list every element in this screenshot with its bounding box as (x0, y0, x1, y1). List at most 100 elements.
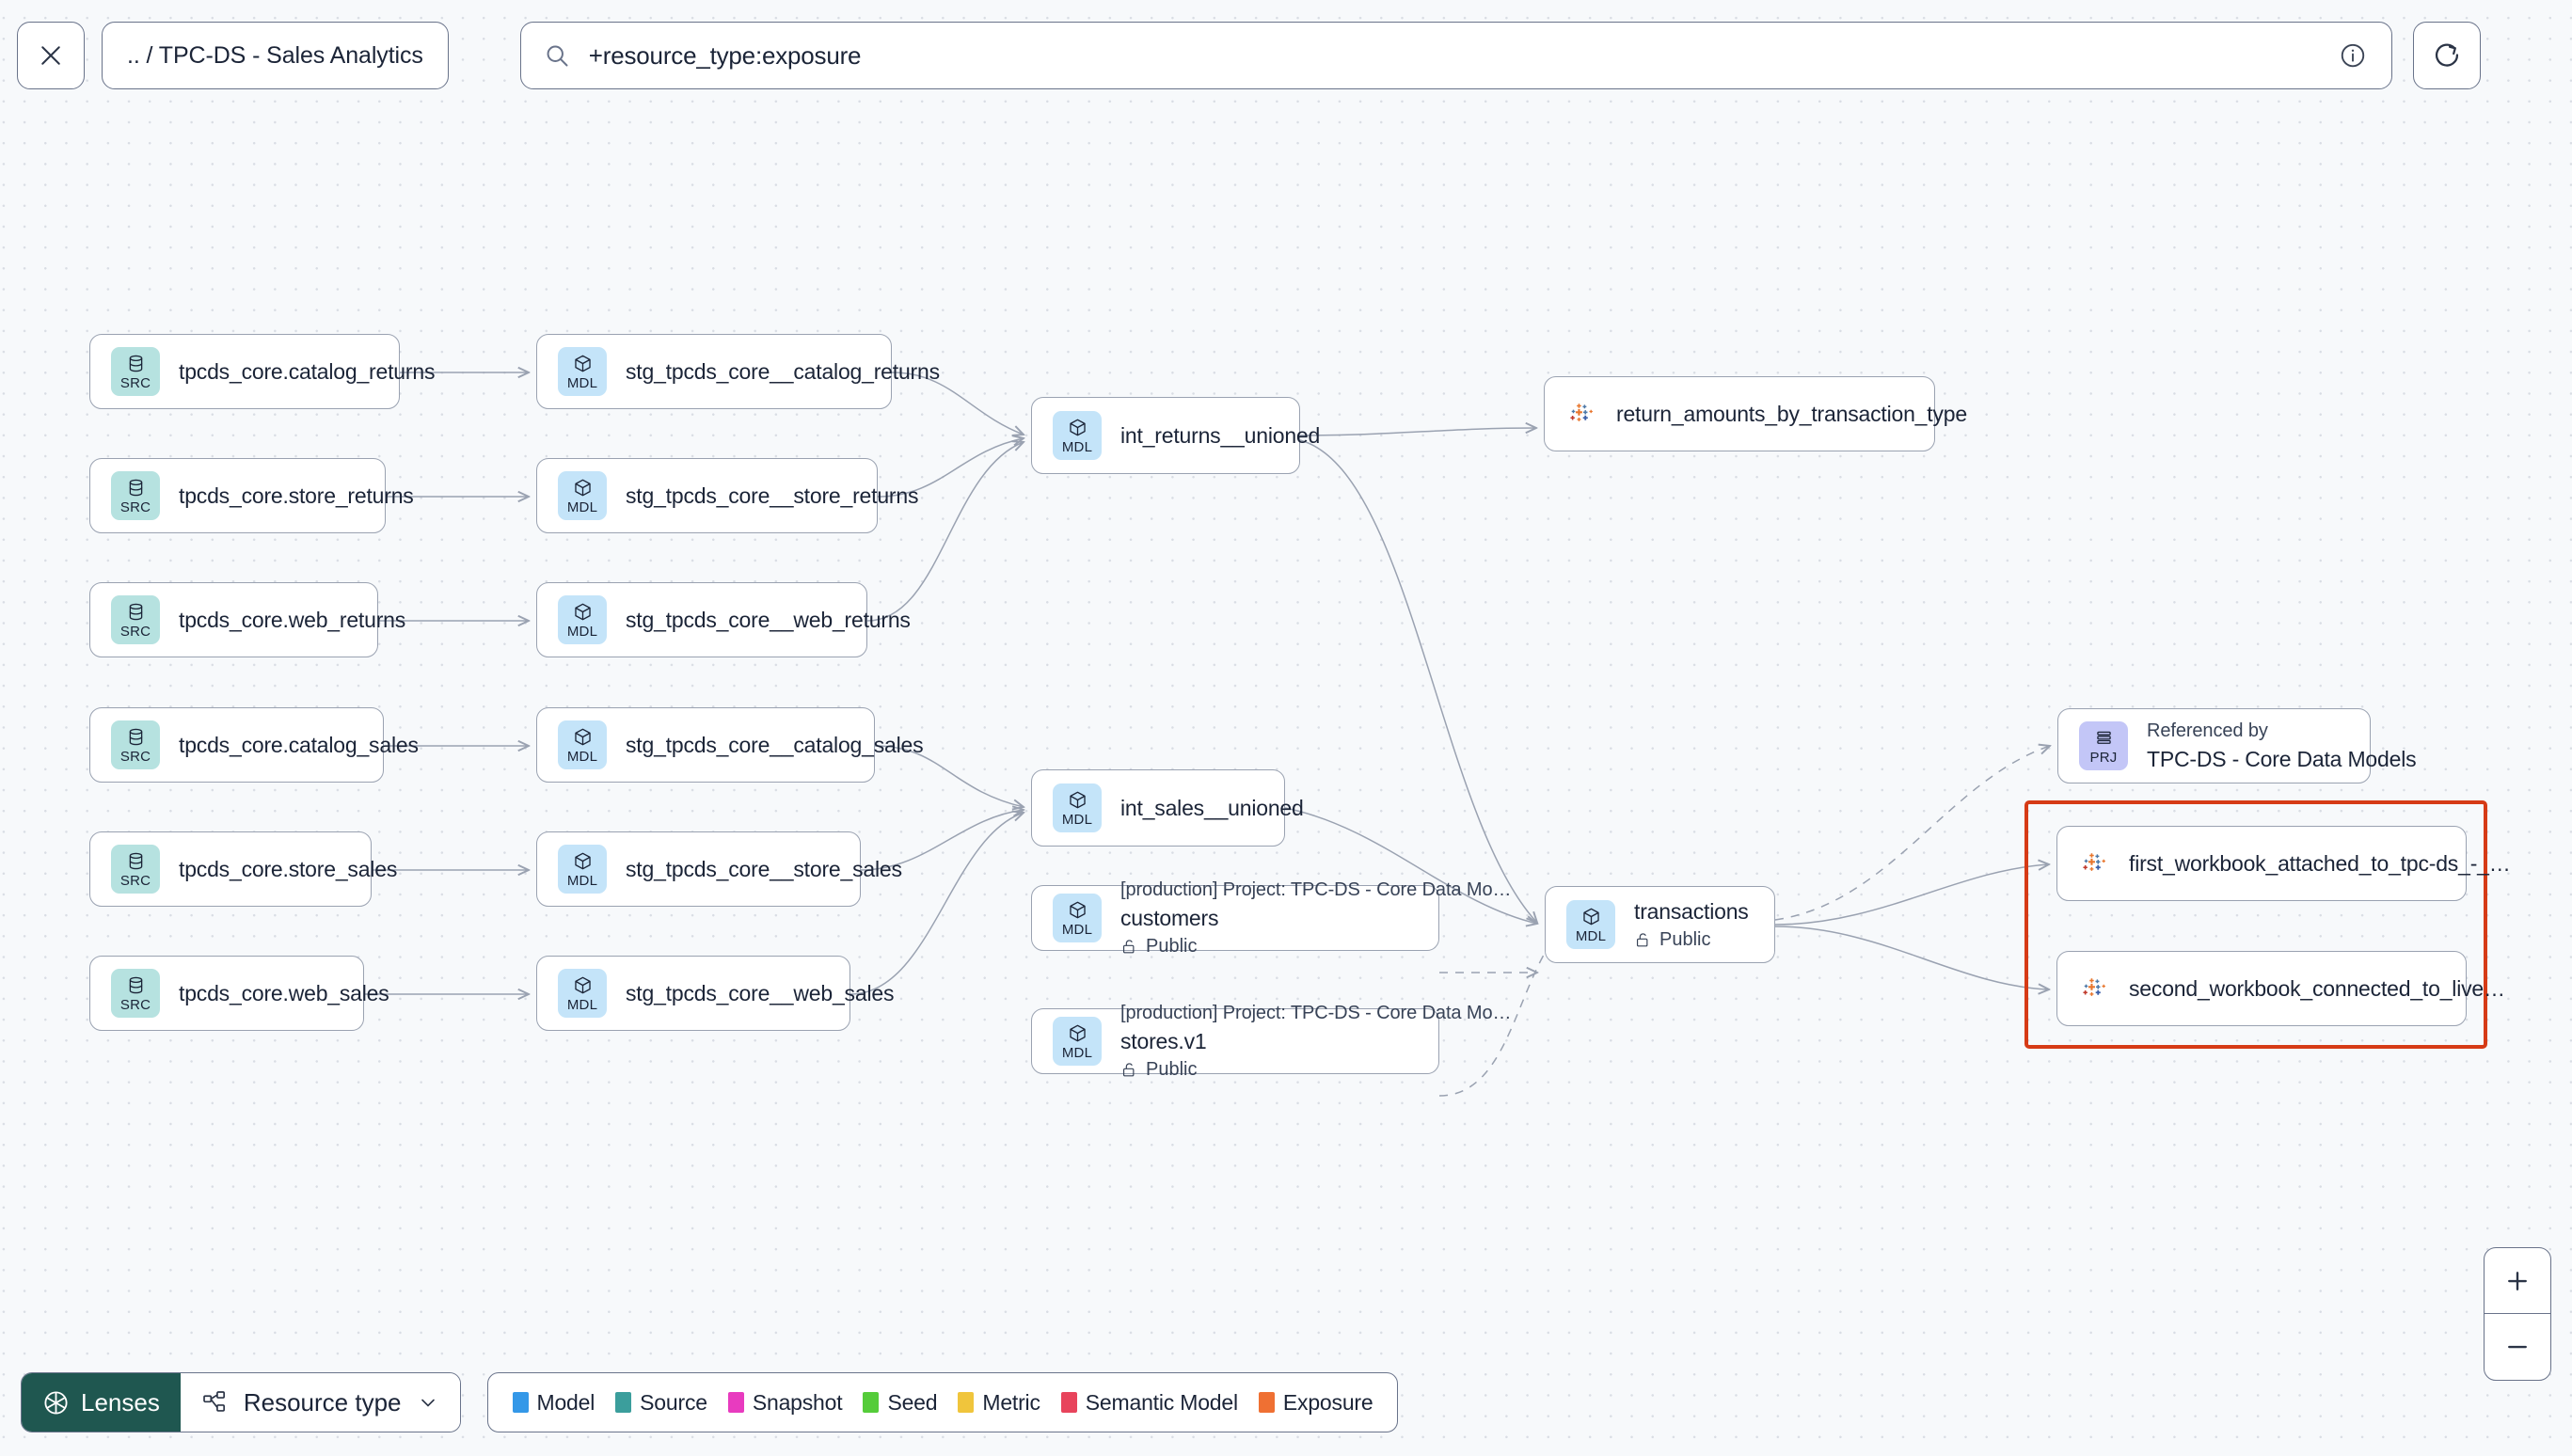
legend-label: Model (536, 1389, 595, 1415)
graph-node-stg_web_returns[interactable]: MDL stg_tpcds_core__web_returns (536, 582, 911, 657)
node-title: stg_tpcds_core__web_returns (626, 607, 911, 632)
legend-label: Snapshot (752, 1389, 843, 1415)
cube-icon (1069, 1024, 1086, 1042)
graph-node-exposure_return_amounts[interactable]: return_amounts_by_transaction_type (1544, 376, 1967, 451)
node-title: stg_tpcds_core__catalog_returns (626, 358, 940, 384)
breadcrumb[interactable]: .. / TPC-DS - Sales Analytics (102, 22, 449, 89)
graph-node-stg_web_sales[interactable]: MDL stg_tpcds_core__web_sales (536, 956, 894, 1031)
legend-item-snapshot[interactable]: Snapshot (727, 1389, 843, 1416)
minus-icon (2508, 1345, 2527, 1349)
legend-item-metric[interactable]: Metric (958, 1390, 1040, 1416)
legend-item-exposure[interactable]: Exposure (1258, 1390, 1373, 1416)
node-type-badge-mdl: MDL (1053, 894, 1102, 942)
node-type-badge-src: SRC (111, 720, 160, 769)
graph-node-stg_catalog_sales[interactable]: MDL stg_tpcds_core__catalog_sales (536, 707, 924, 783)
badge-glyph (573, 602, 593, 623)
badge-glyph (573, 354, 593, 374)
node-title: stores.v1 (1120, 1028, 1207, 1053)
legend-item-model[interactable]: Model (512, 1389, 595, 1416)
graph-node-customers[interactable]: MDL [production] Project: TPC-DS - Core D… (1031, 879, 1511, 957)
graph-node-src_web_returns[interactable]: SRC tpcds_core.web_returns (89, 582, 405, 657)
legend-item-semantic-model[interactable]: Semantic Model (1060, 1389, 1238, 1416)
node-title: customers (1120, 905, 1219, 930)
badge-glyph (126, 478, 146, 499)
badge-label: MDL (1061, 1044, 1093, 1061)
cube-icon (1582, 908, 1599, 926)
badge-label: SRC (119, 623, 151, 640)
search-icon (547, 45, 568, 67)
node-type-badge-prj: PRJ (2079, 721, 2128, 770)
node-title: stg_tpcds_core__catalog_sales (626, 732, 924, 757)
node-title: tpcds_core.catalog_returns (179, 358, 436, 384)
resource-type-dropdown[interactable]: Resource type (180, 1373, 460, 1432)
badge-glyph (573, 975, 593, 996)
search-input[interactable]: +resource_type:exposure (588, 40, 862, 70)
node-title: tpcds_core.web_sales (179, 980, 389, 1005)
badge-label: MDL (566, 748, 598, 765)
zoom-controls (2484, 1247, 2551, 1381)
resource-type-legend: Model Source Snapshot Seed Metric Semantic Mo… (486, 1372, 1399, 1432)
node-title: stg_tpcds_core__store_sales (626, 856, 902, 881)
graph-node-exposure_second_workbook[interactable]: second_workbook_connected_to_live… (2056, 951, 2505, 1026)
badge-glyph (1068, 900, 1088, 921)
legend-item-source[interactable]: Source (615, 1390, 707, 1416)
zoom-out-button[interactable] (2485, 1314, 2550, 1380)
node-visibility-label: Public (1146, 935, 1198, 957)
project-icon (2096, 731, 2111, 744)
info-icon[interactable] (2339, 41, 2367, 70)
node-title: int_returns__unioned (1120, 422, 1321, 448)
graph-node-stores_v1[interactable]: MDL [production] Project: TPC-DS - Core D… (1031, 1003, 1511, 1080)
node-title: stg_tpcds_core__web_sales (626, 980, 895, 1005)
node-title: transactions (1634, 898, 1749, 924)
node-visibility: Public (1120, 936, 1418, 957)
lens-control-group: Lenses Resource type (21, 1372, 461, 1432)
resource-type-label: Resource type (243, 1387, 402, 1416)
node-type-badge-mdl: MDL (558, 720, 607, 769)
tableau-icon (2083, 853, 2105, 871)
badge-label: MDL (1061, 811, 1093, 828)
legend-label: Semantic Model (1085, 1389, 1238, 1415)
zoom-in-button[interactable] (2485, 1248, 2550, 1314)
unlock-icon (1636, 932, 1648, 946)
cube-icon (574, 479, 591, 497)
badge-label: SRC (119, 748, 151, 765)
legend-swatch (1060, 1392, 1077, 1413)
node-type-badge-mdl: MDL (558, 595, 607, 644)
database-icon (129, 603, 142, 621)
refresh-button[interactable] (2412, 22, 2481, 89)
database-icon (129, 728, 142, 746)
chevron-down-icon (421, 1399, 435, 1407)
legend-label: Source (640, 1389, 707, 1415)
database-icon (129, 479, 142, 497)
close-icon (41, 46, 60, 65)
node-text-block: [production] Project: TPC-DS - Core Data… (1120, 1003, 1511, 1081)
badge-label: PRJ (2089, 749, 2118, 766)
node-title: tpcds_core.web_returns (179, 607, 406, 632)
cube-icon (574, 355, 591, 372)
cube-icon (574, 603, 591, 621)
legend-item-seed[interactable]: Seed (863, 1390, 938, 1416)
close-button[interactable] (17, 22, 85, 89)
node-type-badge-mdl: MDL (558, 969, 607, 1018)
graph-node-exposure_first_workbook[interactable]: first_workbook_attached_to_tpc-ds_-_… (2056, 826, 2511, 901)
lenses-button[interactable]: Lenses (22, 1373, 181, 1432)
node-subtitle: [production] Project: TPC-DS - Core Data… (1120, 878, 1512, 900)
search-bar[interactable]: +resource_type:exposure (519, 22, 2392, 89)
legend-swatch (615, 1392, 632, 1413)
badge-glyph (573, 478, 593, 499)
